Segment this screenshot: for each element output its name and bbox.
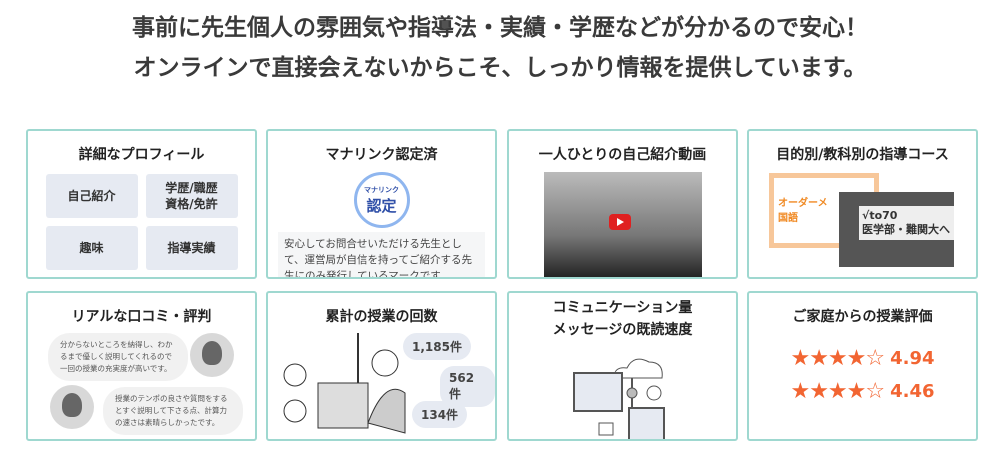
profile-item: 指導実績 <box>145 226 238 270</box>
headline-line-1: 事前に先生個人の雰囲気や指導法・実績・学歴などが分かるので安心！ <box>132 15 868 41</box>
card-profile: 詳細なプロフィール 自己紹介 学歴/職歴 資格/免許 趣味 指導実績 <box>26 129 257 279</box>
card-title: 一人ひとりの自己紹介動画 <box>538 147 707 163</box>
card-title: 目的別/教科別の指導コース <box>776 147 949 163</box>
review-bubble: 分からないところを納得し、わかるまで優しく説明してくれるので一回の授業の充実度が… <box>48 333 188 381</box>
badge-small: マナリンク <box>364 185 399 194</box>
badge-big: 認定 <box>366 196 397 215</box>
title-line-2: メッセージの既読速度 <box>552 322 693 338</box>
profile-item: 趣味 <box>45 226 138 270</box>
profile-item: 学歴/職歴 資格/免許 <box>145 174 238 218</box>
card-title: リアルな口コミ・評判 <box>71 309 212 325</box>
star-rating-icon: ★★★★☆ <box>790 346 885 371</box>
star-rating-icon: ★★★★☆ <box>790 379 885 404</box>
card-evaluation: ご家庭からの授業評価 ★★★★☆ 4.94 ★★★★☆ 4.46 <box>747 291 978 441</box>
avatar-icon <box>190 333 234 377</box>
lesson-count: 562件 <box>440 366 495 407</box>
certified-badge-icon: マナリンク 認定 <box>353 172 410 228</box>
avatar-icon <box>50 385 94 429</box>
certified-note: 安心してお問合せいただける先生として、運営局が自信を持ってご紹介する先生にのみ発… <box>278 232 485 277</box>
card-communication: コミュニケーション量 メッセージの既読速度 <box>507 291 738 441</box>
card-title: マナリンク認定済 <box>325 147 438 163</box>
card-certified: マナリンク認定済 マナリンク 認定 安心してお問合せいただける先生として、運営局… <box>266 129 497 279</box>
course-image-2: √to70 医学部・難関大へ <box>839 192 954 267</box>
card-title: 詳細なプロフィール <box>78 147 205 163</box>
profile-item: 自己紹介 <box>45 174 138 218</box>
play-icon[interactable] <box>608 214 631 230</box>
card-courses: 目的別/教科別の指導コース オーダーメ 国語 √to70 医学部・難関大へ <box>747 129 978 279</box>
rating-value: 4.46 <box>890 381 935 402</box>
card-reviews: リアルな口コミ・評判 分からないところを納得し、わかるまで優しく説明してくれるの… <box>26 291 257 441</box>
course-title: √to70 医学部・難関大へ <box>859 206 954 240</box>
rating-row: ★★★★☆ 4.46 <box>749 379 976 404</box>
intro-video-thumbnail[interactable] <box>543 172 702 277</box>
review-bubble: 授業のテンポの良さや質問をするとすぐ説明して下さる点、計算力の速さは素晴らしかっ… <box>103 387 243 435</box>
teacher-illustration-icon <box>283 333 406 434</box>
title-line-1: コミュニケーション量 <box>552 300 693 316</box>
card-title: 累計の授業の回数 <box>325 309 438 325</box>
rating-row: ★★★★☆ 4.94 <box>749 346 976 371</box>
rating-value: 4.94 <box>890 348 935 369</box>
headline: 事前に先生個人の雰囲気や指導法・実績・学歴などが分かるので安心！ オンラインで直… <box>0 8 1000 88</box>
card-video: 一人ひとりの自己紹介動画 <box>507 129 738 279</box>
card-lessons: 累計の授業の回数 1,185件 562件 134件 <box>266 291 497 441</box>
card-title: ご家庭からの授業評価 <box>792 309 933 325</box>
lesson-count: 1,185件 <box>403 333 471 360</box>
card-title: コミュニケーション量 メッセージの既読速度 <box>509 297 736 341</box>
communication-illustration-icon <box>573 358 665 439</box>
lesson-count: 134件 <box>412 401 468 428</box>
headline-line-2: オンラインで直接会えないからこそ、しっかり情報を提供しています。 <box>133 55 867 81</box>
